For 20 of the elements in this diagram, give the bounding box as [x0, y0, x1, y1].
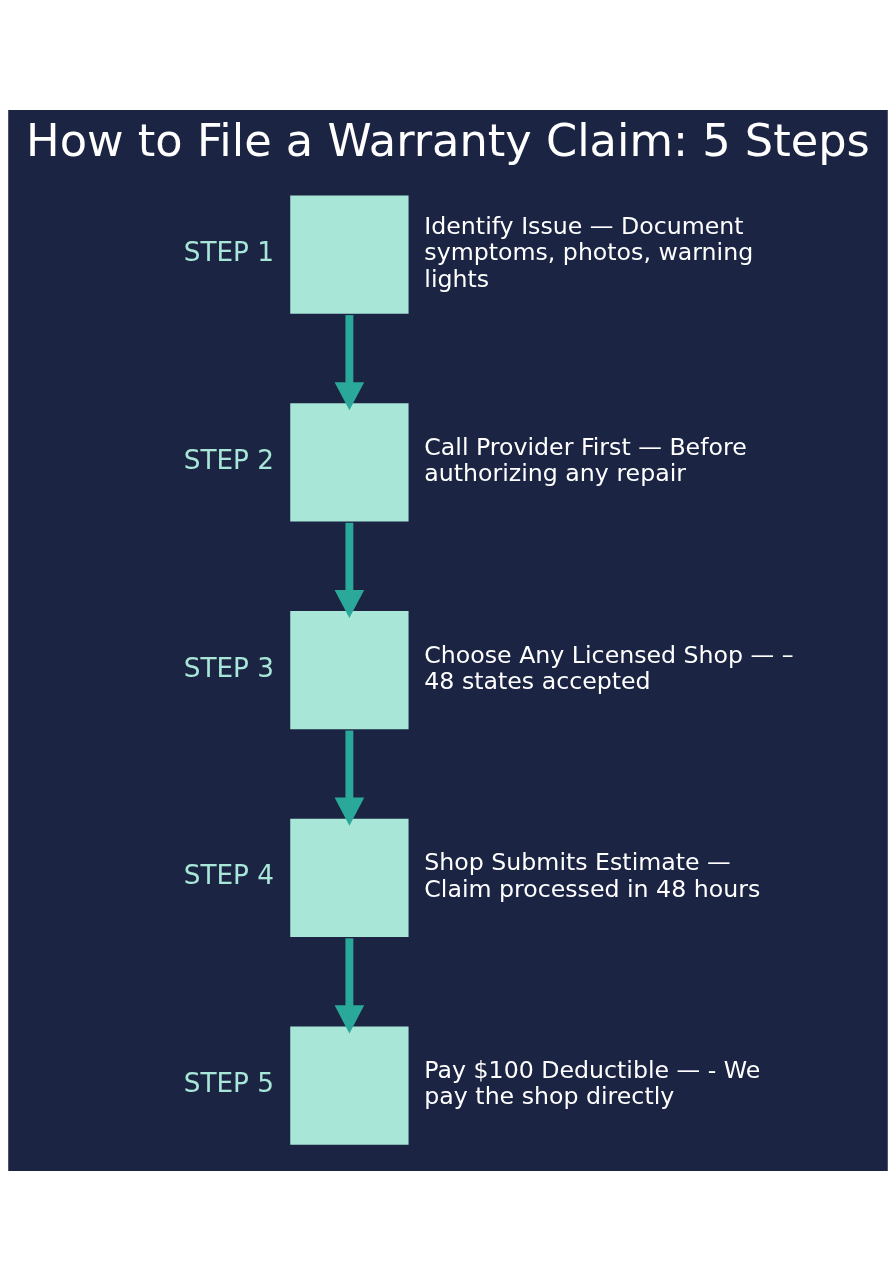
node-label: STEP 5 [183, 1067, 274, 1098]
node-label: STEP 3 [183, 652, 274, 683]
node-label: Pay $100 Deductible — - We pay the shop directly [424, 1055, 761, 1110]
arrow [334, 730, 365, 826]
node-box [290, 1025, 409, 1145]
node-label: STEP 2 [183, 444, 274, 475]
node-label: STEP 4 [183, 859, 274, 890]
arrow [334, 314, 365, 410]
arrow [334, 937, 365, 1034]
node-box [290, 402, 409, 521]
node-label: Shop Submits Estimate — Claim processed in 48 hours [424, 847, 761, 903]
node-label: Choose Any Licensed Shop — – 48 states accepted [424, 640, 794, 695]
node-label: Call Provider First — Before authorizing any repair [424, 432, 747, 487]
arrow [334, 522, 365, 618]
node-box [290, 610, 409, 729]
node-label: Identify Issue — Document symptoms, photos, warning lights [424, 211, 754, 293]
diagram-title: How to File a Warranty Claim: 5 Steps [26, 114, 870, 167]
node-box [290, 818, 409, 937]
node-label: STEP 1 [183, 236, 274, 267]
node-box [290, 194, 409, 314]
